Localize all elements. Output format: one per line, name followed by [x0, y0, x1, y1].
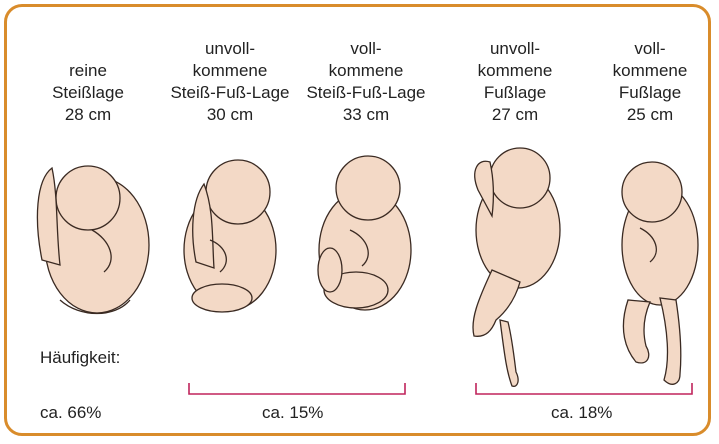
- bracket-fusslagen: [476, 383, 692, 394]
- fetus-vollkommene-fusslage-illustration: [622, 162, 698, 384]
- bracket-steiss-fuss-lagen: [189, 383, 405, 394]
- frequency-label: Häufigkeit:: [40, 348, 120, 368]
- fetus-unvollkommene-fusslage-illustration: [473, 148, 560, 386]
- fetus-vollkommene-steiss-fuss-lage-illustration: [318, 156, 411, 310]
- frequency-steiss-fuss-lagen: ca. 15%: [262, 403, 323, 423]
- fetus-reine-steisslage-illustration: [37, 166, 149, 314]
- frequency-fusslagen: ca. 18%: [551, 403, 612, 423]
- fetus-unvollkommene-steiss-fuss-lage-illustration: [184, 160, 276, 312]
- frequency-reine-steisslage: ca. 66%: [40, 403, 101, 423]
